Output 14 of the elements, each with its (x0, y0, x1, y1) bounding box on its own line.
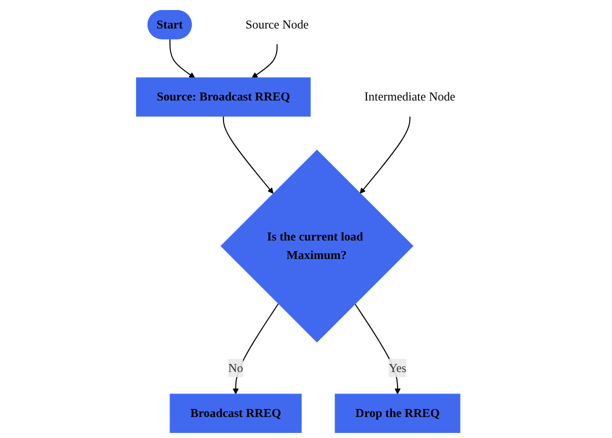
arrow (252, 44, 278, 78)
node-box: Drop the RREQ (334, 394, 460, 433)
arrow (232, 303, 279, 394)
node-box: Broadcast RREQ (170, 394, 302, 433)
arrow (222, 116, 274, 194)
arrow (360, 116, 410, 194)
node-box: Source: Broadcast RREQ (136, 77, 311, 117)
arrow (169, 39, 196, 78)
node-diamond: Is the current load Maximum? (220, 150, 414, 342)
arrow (354, 303, 401, 394)
node-text: Intermediate Node (364, 90, 456, 104)
edge-label: No (228, 360, 244, 374)
edge-label: Yes (388, 360, 406, 374)
node-text: Source Node (246, 18, 309, 32)
